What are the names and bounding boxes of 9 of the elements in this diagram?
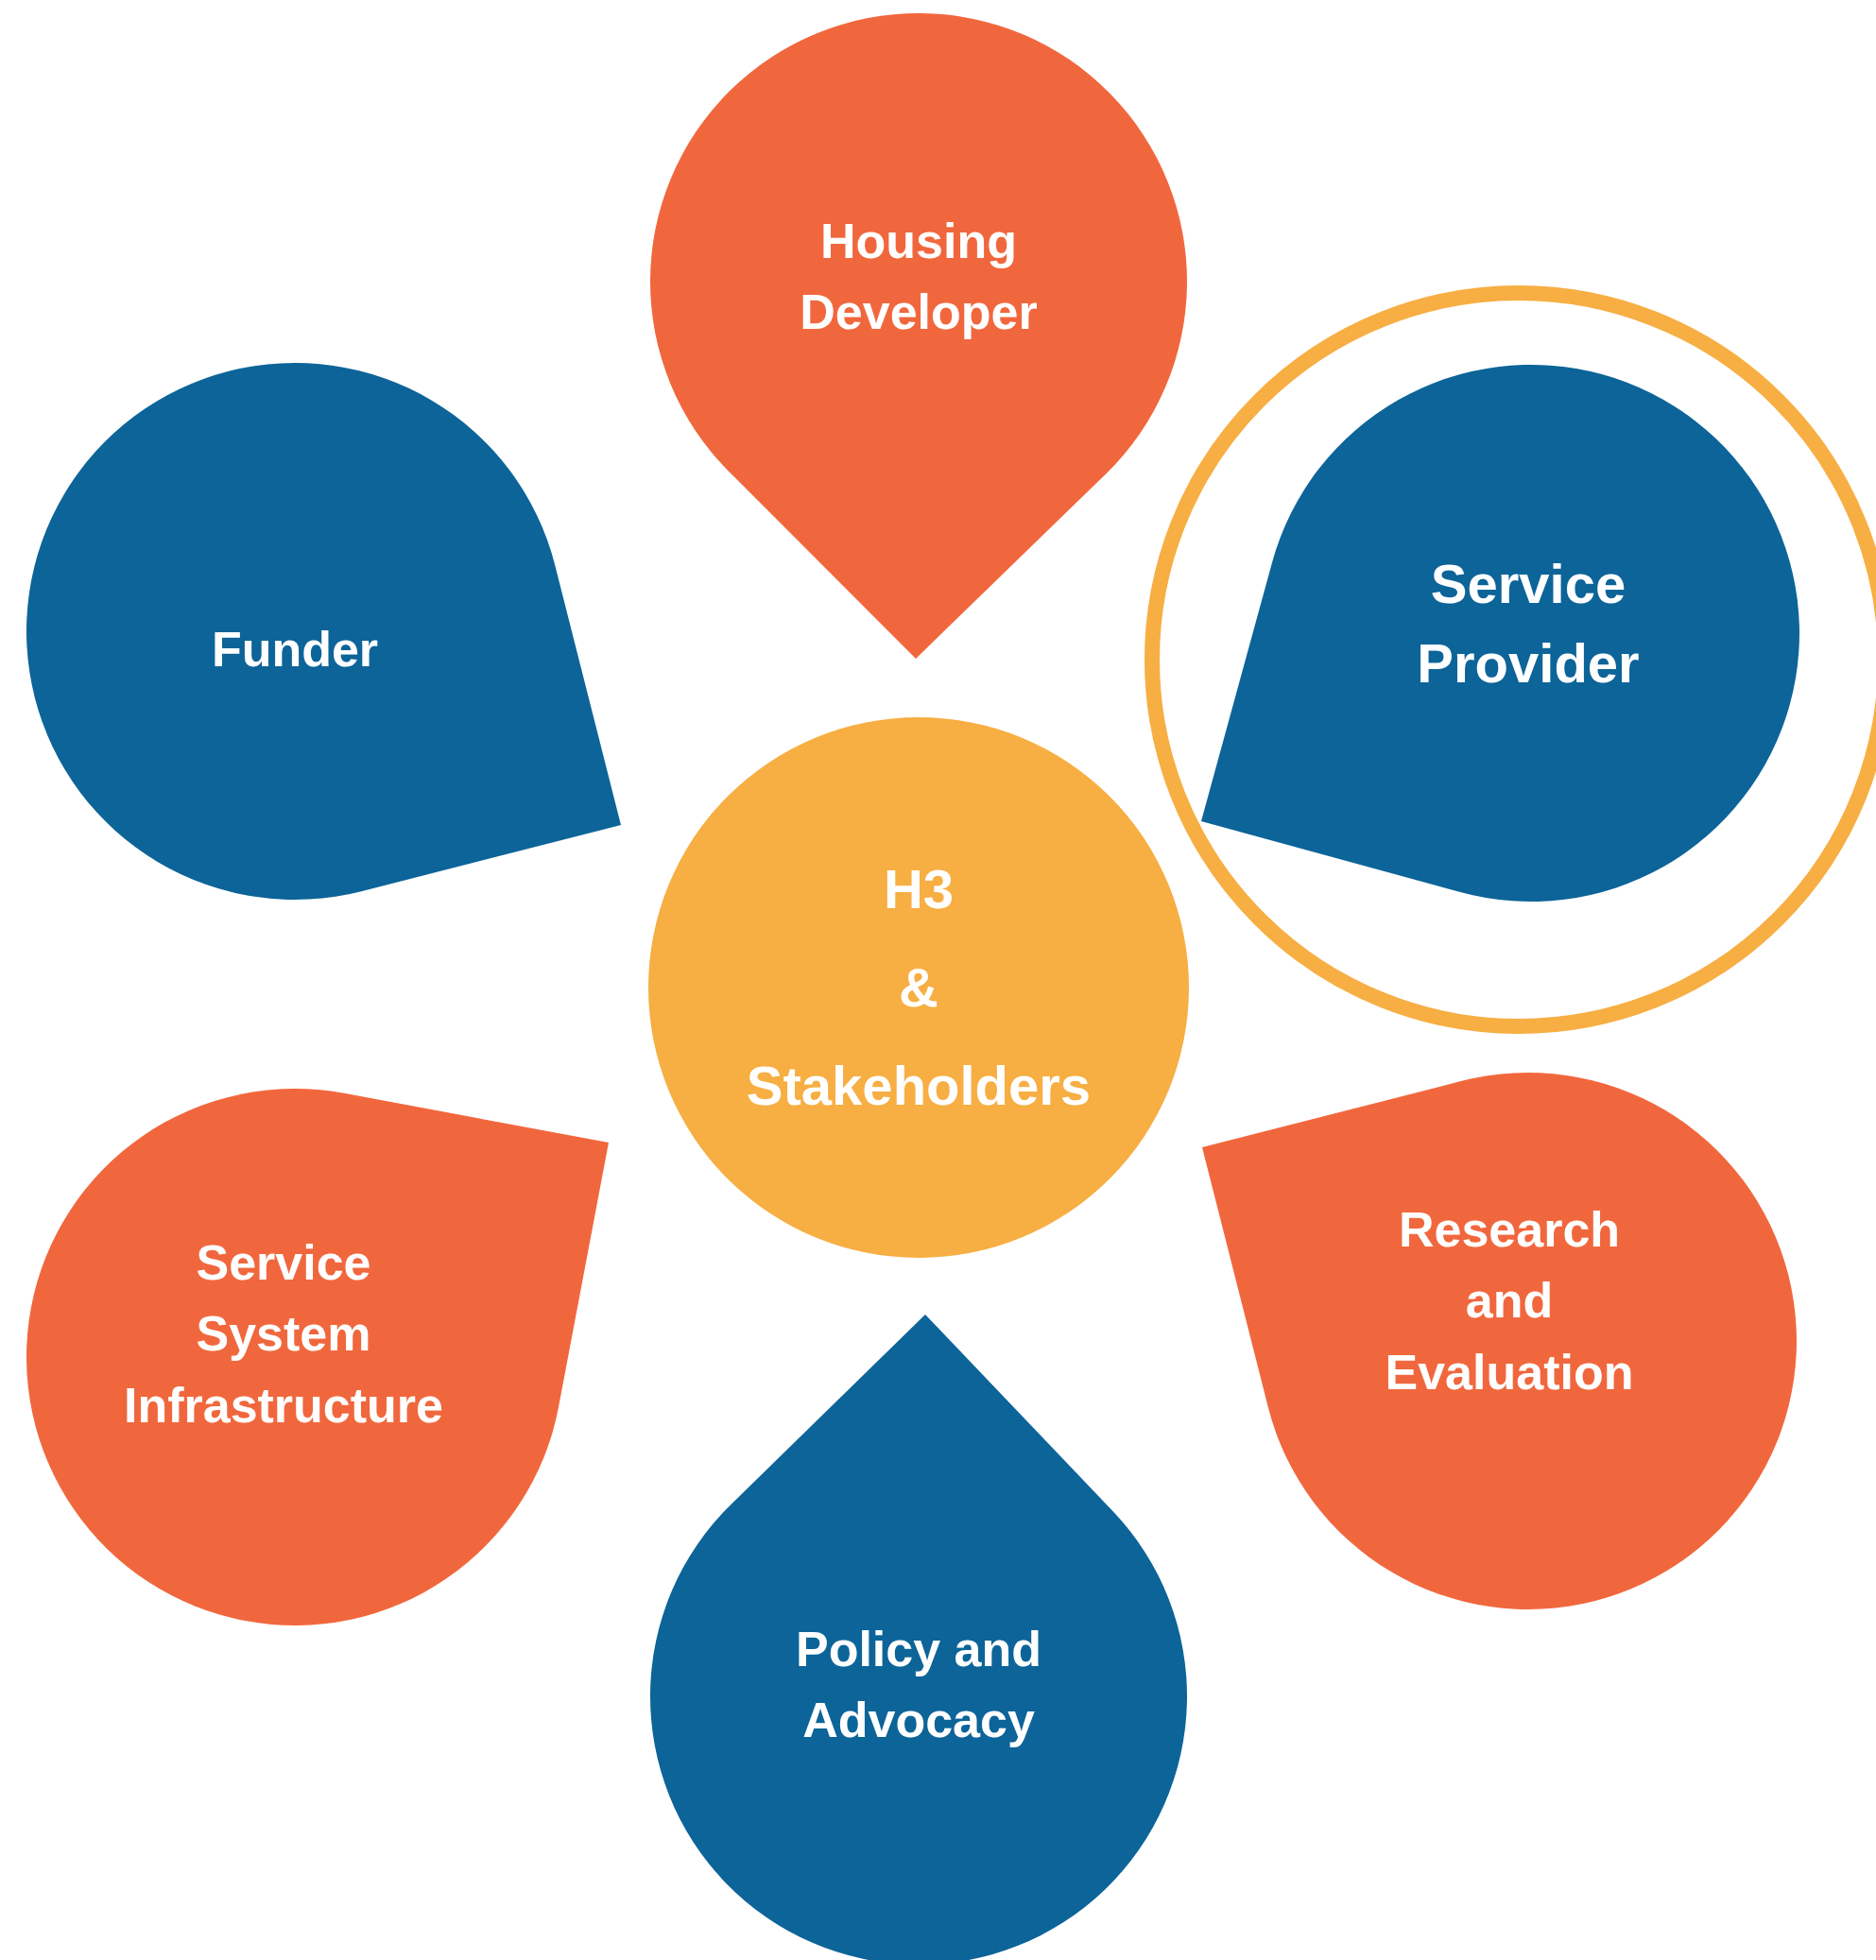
node-label: H3 <box>882 856 955 921</box>
node-label: Service Provider <box>1416 551 1641 696</box>
node-label: Service System Infrastructure <box>122 1233 445 1435</box>
node-label: Policy and Advocacy <box>794 1620 1043 1749</box>
node-label: Housing Developer <box>799 212 1039 341</box>
node-label: Funder <box>210 621 380 679</box>
node-label: Stakeholders <box>745 1054 1093 1119</box>
node-label: Research and Evaluation <box>1384 1200 1635 1401</box>
node-label: & <box>898 954 939 1020</box>
